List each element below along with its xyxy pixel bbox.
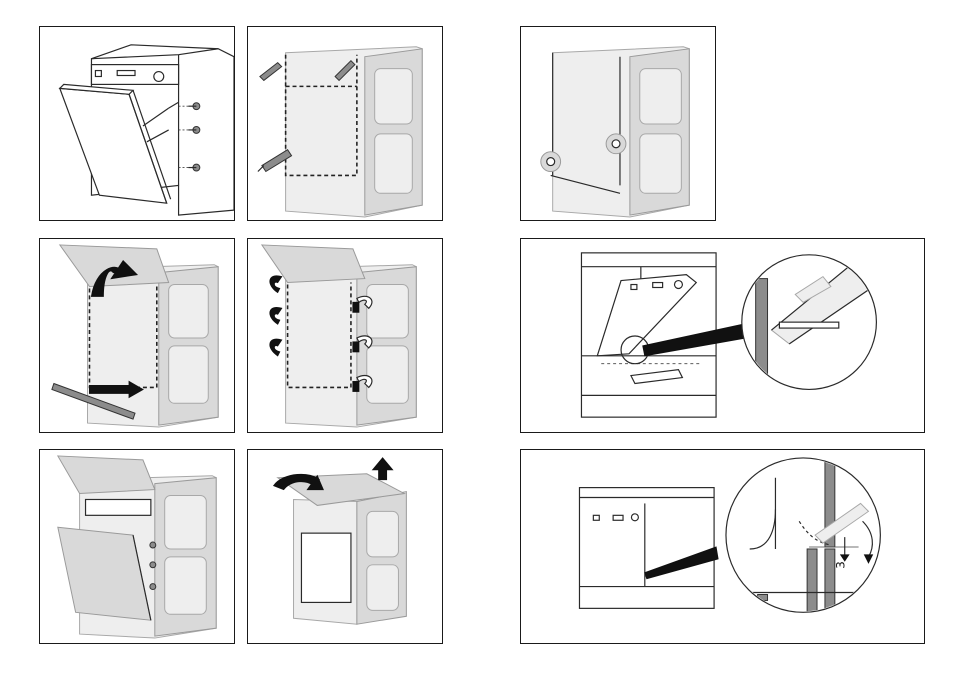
figure-2-illustration: [248, 27, 442, 220]
figure-5-illustration: [248, 239, 442, 432]
figure-7-illustration: [40, 450, 234, 643]
figure-2-panel: [247, 26, 443, 221]
figure-9-illustration: 3: [521, 450, 924, 643]
figure-4-illustration: [40, 239, 234, 432]
gap-dimension-label: 3: [834, 561, 848, 569]
figure-5-panel: [247, 238, 443, 433]
figure-3-panel: [520, 26, 716, 221]
figure-9-panel: 3: [520, 449, 925, 644]
figure-6-illustration: [521, 239, 924, 432]
figure-4-panel: [39, 238, 235, 433]
figure-6-panel: [520, 238, 925, 433]
figure-8-panel: [247, 449, 443, 644]
figure-7-panel: [39, 449, 235, 644]
magnifier-circle: [726, 458, 880, 612]
figure-1-illustration: [40, 27, 234, 220]
figure-1-panel: [39, 26, 235, 221]
figure-3-illustration: [521, 27, 715, 220]
figure-8-illustration: [248, 450, 442, 643]
